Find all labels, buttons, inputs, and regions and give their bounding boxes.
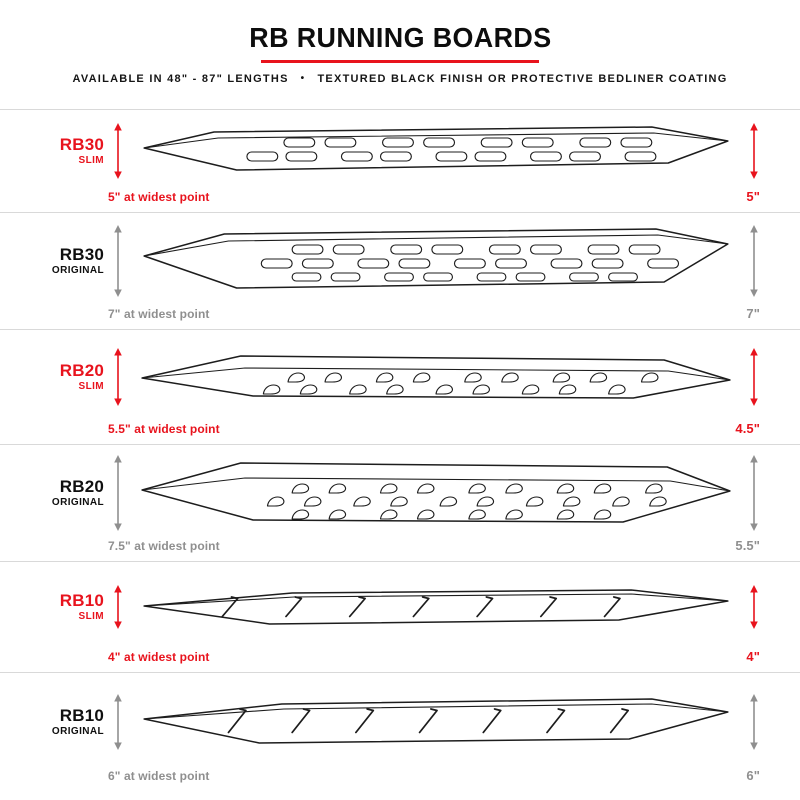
model-name: RB10 <box>59 590 104 610</box>
product-label: RB20 ORIGINAL <box>40 476 104 508</box>
height-dimension-arrow <box>748 348 760 406</box>
product-label: RB10 ORIGINAL <box>40 705 104 737</box>
row-main: RB20 SLIM <box>40 332 760 422</box>
product-label: RB20 SLIM <box>40 360 104 392</box>
title-underline <box>261 60 539 63</box>
width-dimension-arrow <box>112 123 124 179</box>
product-rows: RB30 SLIM 5" at widest point 5" RB30 ORI… <box>0 109 800 791</box>
height-dimension-arrow <box>748 123 760 179</box>
variant-name: SLIM <box>78 380 104 392</box>
board-drawing-rb30-original <box>132 224 740 298</box>
page-title: RB RUNNING BOARDS <box>248 22 552 53</box>
height-note: 5" <box>746 189 760 204</box>
width-dimension-arrow <box>112 694 124 750</box>
width-dimension-arrow <box>112 455 124 531</box>
subtitle-separator-dot: • <box>300 73 306 84</box>
page-subtitle: AVAILABLE IN 48" - 87" LENGTHS • TEXTURED … <box>0 73 800 85</box>
row-main: RB30 SLIM <box>40 112 760 190</box>
product-row-rb20-slim: RB20 SLIM 5.5" at widest point 4.5" <box>0 329 800 444</box>
subtitle-lengths: AVAILABLE IN 48" - 87" LENGTHS <box>72 73 289 85</box>
variant-name: SLIM <box>78 610 104 622</box>
product-row-rb10-original: RB10 ORIGINAL 6" at widest point 6" <box>0 672 800 791</box>
width-note: 5.5" at widest point <box>108 422 220 436</box>
variant-name: ORIGINAL <box>51 725 104 737</box>
width-dimension-arrow <box>112 585 124 629</box>
width-dimension-arrow <box>112 348 124 406</box>
product-row-rb30-slim: RB30 SLIM 5" at widest point 5" <box>0 109 800 212</box>
height-dimension-arrow <box>748 585 760 629</box>
page-header: RB RUNNING BOARDS AVAILABLE IN 48" - 87"… <box>0 0 800 85</box>
height-note: 7" <box>746 306 760 321</box>
product-row-rb20-original: RB20 ORIGINAL 7.5" at widest point 5.5" <box>0 444 800 561</box>
product-row-rb10-slim: RB10 SLIM 4" at widest point 4" <box>0 561 800 672</box>
width-note: 7.5" at widest point <box>108 539 220 553</box>
variant-name: SLIM <box>78 154 104 166</box>
width-note: 5" at widest point <box>108 190 210 204</box>
model-name: RB10 <box>59 705 104 725</box>
height-dimension-arrow <box>748 455 760 531</box>
board-drawing-rb30-slim <box>132 122 740 180</box>
board-drawing-rb20-original <box>132 454 740 532</box>
width-note: 6" at widest point <box>108 769 210 783</box>
product-label: RB30 ORIGINAL <box>40 244 104 276</box>
subtitle-finish: TEXTURED BLACK FINISH OR PROTECTIVE BEDL… <box>317 73 728 85</box>
row-main: RB10 SLIM <box>40 564 760 650</box>
height-dimension-arrow <box>748 694 760 750</box>
width-note: 7" at widest point <box>108 307 210 321</box>
row-main: RB20 ORIGINAL <box>40 447 760 539</box>
row-main: RB10 ORIGINAL <box>40 675 760 769</box>
model-name: RB20 <box>59 476 104 496</box>
variant-name: ORIGINAL <box>51 264 104 276</box>
model-name: RB30 <box>59 134 104 154</box>
product-row-rb30-original: RB30 ORIGINAL 7" at widest point 7" <box>0 212 800 329</box>
variant-name: ORIGINAL <box>51 496 104 508</box>
width-note: 4" at widest point <box>108 650 210 664</box>
height-note: 5.5" <box>735 538 760 553</box>
height-note: 4" <box>746 649 760 664</box>
model-name: RB20 <box>59 360 104 380</box>
height-note: 6" <box>746 768 760 783</box>
board-drawing-rb20-slim <box>132 347 740 407</box>
height-dimension-arrow <box>748 225 760 297</box>
board-drawing-rb10-slim <box>132 584 740 630</box>
product-label: RB30 SLIM <box>40 134 104 166</box>
height-note: 4.5" <box>735 421 760 436</box>
row-main: RB30 ORIGINAL <box>40 215 760 307</box>
width-dimension-arrow <box>112 225 124 297</box>
product-label: RB10 SLIM <box>40 590 104 622</box>
model-name: RB30 <box>59 244 104 264</box>
board-drawing-rb10-original <box>132 693 740 751</box>
